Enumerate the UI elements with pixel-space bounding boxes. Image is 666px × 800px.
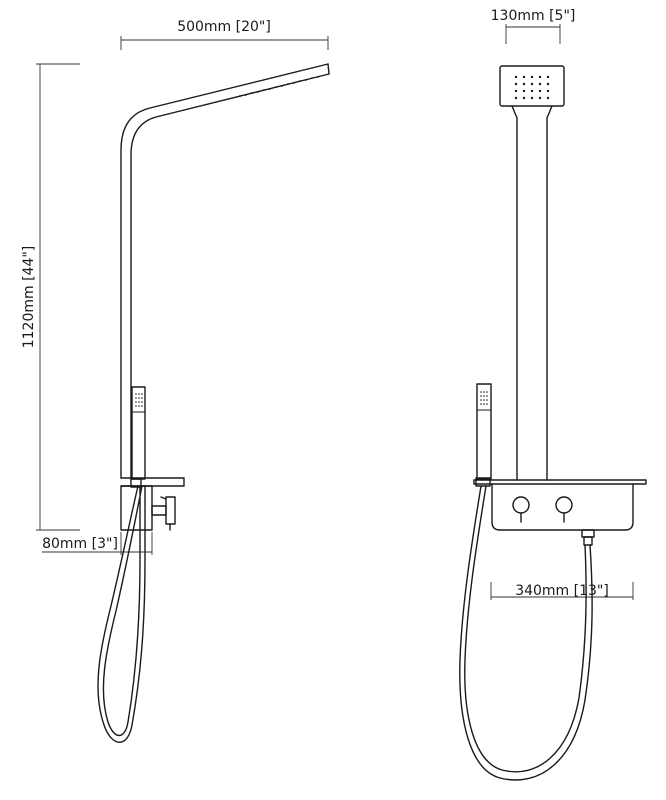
front-shelf-width-label: 340mm [13"] bbox=[515, 583, 609, 599]
side-height-dimension: 1120mm [44"] bbox=[21, 63, 80, 531]
front-column bbox=[511, 105, 553, 481]
front-left-valve-handle bbox=[512, 496, 530, 523]
front-view: 130mm [5"] bbox=[459, 8, 647, 781]
side-hose bbox=[97, 485, 146, 743]
front-head-dimension: 130mm [5"] bbox=[491, 8, 576, 44]
side-view: 500mm [20"] 1120mm [44"] 80mm [3"] bbox=[21, 19, 330, 743]
front-head-nozzles bbox=[514, 75, 550, 100]
front-hand-shower bbox=[476, 383, 492, 480]
side-depth-label: 80mm [3"] bbox=[42, 536, 118, 552]
front-right-valve-handle bbox=[555, 496, 573, 523]
side-panel-body bbox=[120, 63, 330, 479]
side-shelf-and-base bbox=[120, 477, 185, 531]
side-depth-dimension: 80mm [3"] bbox=[42, 532, 153, 555]
front-shelf-dimension: 340mm [13"] bbox=[490, 582, 634, 600]
front-head-width-label: 130mm [5"] bbox=[491, 8, 576, 24]
side-height-label: 1120mm [44"] bbox=[21, 246, 37, 349]
front-hose bbox=[459, 485, 593, 781]
front-valve-body bbox=[491, 483, 634, 546]
front-shelf bbox=[473, 477, 647, 487]
side-hand-shower bbox=[131, 386, 146, 480]
side-head-nozzles bbox=[239, 76, 319, 97]
front-shower-head bbox=[499, 65, 565, 107]
side-width-label: 500mm [20"] bbox=[177, 19, 271, 35]
side-width-dimension: 500mm [20"] bbox=[120, 19, 329, 50]
